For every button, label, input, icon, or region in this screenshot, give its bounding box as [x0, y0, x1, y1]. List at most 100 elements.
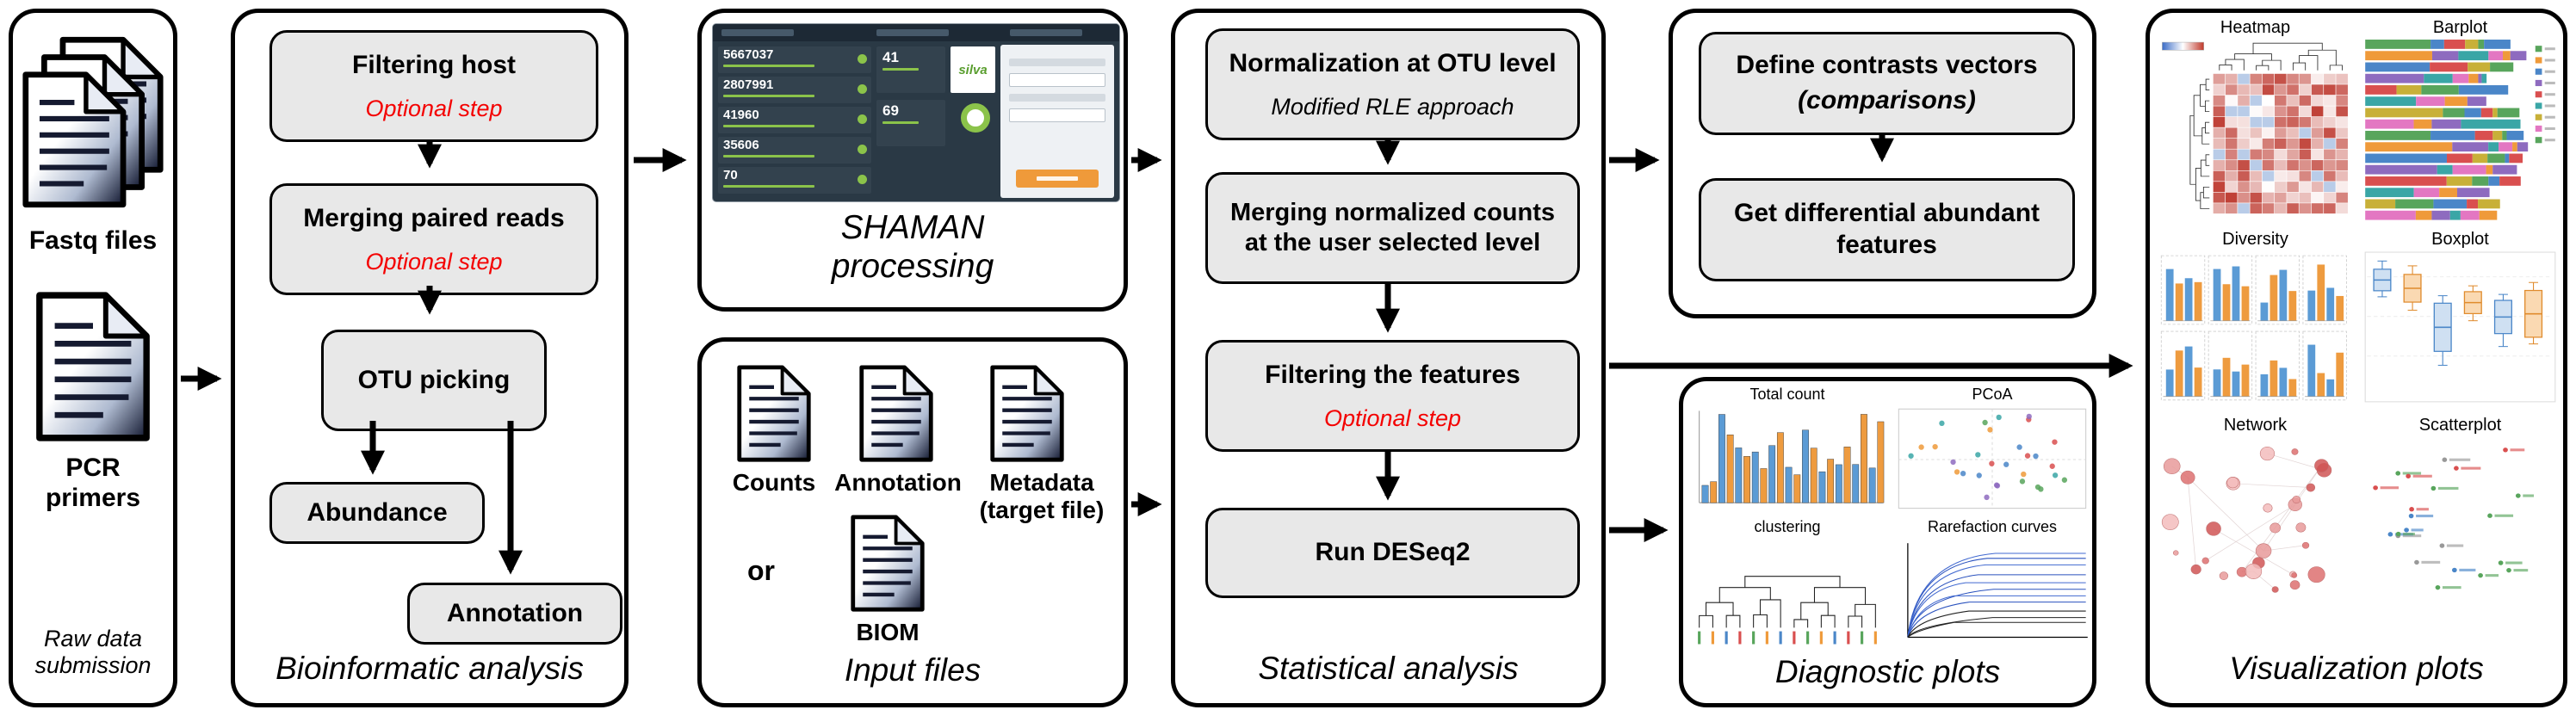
plot-title: Boxplot — [2431, 230, 2489, 249]
biom-label: BIOM — [856, 619, 920, 645]
rarefaction-chart — [1907, 543, 2088, 639]
filtering-host-label: Filtering host — [352, 51, 516, 80]
plot-title: Network — [2223, 416, 2288, 435]
annotation-file-icon — [855, 364, 938, 463]
silva-logo: silva — [951, 46, 995, 93]
shaman-processing-panel: 5667037 2807991 41960 35606 70 41 silva … — [697, 9, 1128, 312]
run-deseq2-label: Run DESeq2 — [1315, 538, 1471, 567]
plot-clustering: clustering — [1688, 517, 1886, 651]
form-field — [1009, 59, 1105, 66]
abundance-box: Abundance — [269, 482, 485, 544]
check-icon — [858, 145, 867, 154]
stat-tile: 41 — [876, 46, 945, 93]
network-chart — [2161, 446, 2332, 593]
form-field — [1009, 94, 1105, 102]
stat-caption-bar — [723, 124, 815, 127]
stat-value: 5667037 — [723, 47, 774, 62]
pcoa-chart — [1898, 408, 2087, 509]
stat-tile: 5667037 — [718, 46, 871, 73]
plot-title: Heatmap — [2220, 18, 2291, 37]
metadata-file-icon — [986, 364, 1068, 463]
bioinformatic-caption: Bioinformatic analysis — [276, 651, 584, 687]
metadata-label-line2: (target file) — [979, 497, 1105, 524]
check-icon — [858, 175, 867, 184]
header-tab-chip — [876, 29, 949, 36]
clustering-chart — [1698, 576, 1877, 645]
silva-logo-text: silva — [958, 62, 988, 77]
filtering-features-note: Optional step — [1323, 404, 1462, 431]
raw-data-caption: Raw data submission — [34, 625, 152, 678]
stat-tile: 35606 — [718, 137, 871, 164]
boxplot-chart — [2364, 251, 2556, 403]
merging-paired-reads-label: Merging paired reads — [303, 204, 565, 233]
button-label-bar — [1037, 176, 1078, 181]
metadata-label-line1: Metadata — [989, 469, 1094, 496]
progress-ring-icon — [961, 103, 990, 133]
plot-total-count: Total count — [1688, 385, 1886, 514]
plot-boxplot: Boxplot — [2363, 230, 2557, 407]
plot-pcoa: PCoA — [1893, 385, 2091, 514]
plot-title: Barplot — [2432, 18, 2488, 37]
merging-counts-box: Merging normalized counts at the user se… — [1205, 172, 1580, 284]
stat-value: 2807991 — [723, 77, 774, 92]
statistical-analysis-panel: Normalization at OTU level Modified RLE … — [1171, 9, 1606, 707]
diversity-chart — [2160, 255, 2347, 401]
normalization-label: Normalization at OTU level — [1229, 49, 1557, 78]
stat-caption-bar — [882, 120, 920, 124]
shaman-screenshot-header — [713, 24, 1119, 41]
counts-label: Counts — [732, 469, 816, 496]
input-files-panel: Counts Annotation Metadata (target file)… — [697, 337, 1128, 707]
stat-value: 41960 — [723, 108, 759, 122]
normalization-note: Modified RLE approach — [1271, 93, 1514, 120]
stat-caption-bar — [723, 94, 815, 97]
stat-value: 35606 — [723, 138, 759, 152]
fastq-files-label: Fastq files — [28, 226, 158, 255]
visualization-plots-panel: Heatmap Barplot Diversity Boxplot Networ… — [2146, 9, 2567, 707]
plot-title: clustering — [1754, 518, 1821, 535]
stat-tile: 41960 — [718, 107, 871, 133]
metadata-label: Metadata (target file) — [960, 469, 1124, 524]
form-select — [1009, 73, 1105, 87]
stat-tile: 70 — [718, 167, 871, 194]
check-icon — [858, 54, 867, 64]
check-icon — [858, 114, 867, 124]
plot-diversity: Diversity — [2158, 230, 2352, 407]
heatmap-chart — [2162, 41, 2348, 214]
visualization-caption: Visualization plots — [2229, 651, 2484, 687]
counts-file-icon — [733, 364, 815, 463]
annotation-stats-column: 41 silva 69 — [876, 46, 995, 200]
get-differential-label: Get differential abundant features — [1733, 199, 2040, 259]
merging-counts-label: Merging normalized counts at the user se… — [1229, 198, 1556, 256]
barplot-chart — [2365, 40, 2555, 220]
annotation-file-label: Annotation — [834, 469, 962, 496]
input-files-caption: Input files — [844, 652, 981, 688]
pcr-primers-label: PCR primers — [45, 454, 141, 512]
define-contrasts-line1: Define contrasts vectors — [1736, 51, 2038, 80]
shaman-app-screenshot: 5667037 2807991 41960 35606 70 41 silva … — [712, 23, 1120, 202]
read-stats-column: 5667037 2807991 41960 35606 70 — [718, 46, 871, 197]
biom-file-icon — [846, 514, 929, 613]
contrasts-panel: Define contrasts vectors (comparisons) G… — [1669, 9, 2096, 318]
stat-caption-bar — [723, 184, 815, 188]
plot-title: Total count — [1749, 386, 1825, 403]
total-count-chart — [1699, 410, 1885, 503]
plot-title: Diversity — [2222, 230, 2288, 249]
define-contrasts-box: Define contrasts vectors (comparisons) — [1699, 32, 2075, 135]
plot-scatterplot: Scatterplot — [2363, 416, 2557, 603]
check-icon — [858, 84, 867, 94]
diagnostic-plots-panel: Total count PCoA clustering Rarefaction … — [1679, 377, 2096, 707]
get-differential-box: Get differential abundant features — [1699, 178, 2075, 281]
plot-title: Rarefaction curves — [1927, 518, 2058, 535]
run-deseq2-box: Run DESeq2 — [1205, 508, 1580, 598]
filtering-features-label: Filtering the features — [1265, 361, 1520, 390]
merging-paired-reads-box: Merging paired reads Optional step — [269, 183, 598, 295]
plot-network: Network — [2158, 416, 2352, 603]
define-contrasts-line2: (comparisons) — [1798, 86, 1976, 114]
stat-tile: 2807991 — [718, 77, 871, 103]
submit-button — [1016, 170, 1099, 188]
stat-caption-bar — [882, 67, 920, 71]
statistical-caption: Statistical analysis — [1258, 651, 1519, 687]
form-select — [1009, 108, 1105, 122]
shaman-caption: SHAMAN processing — [831, 209, 994, 286]
